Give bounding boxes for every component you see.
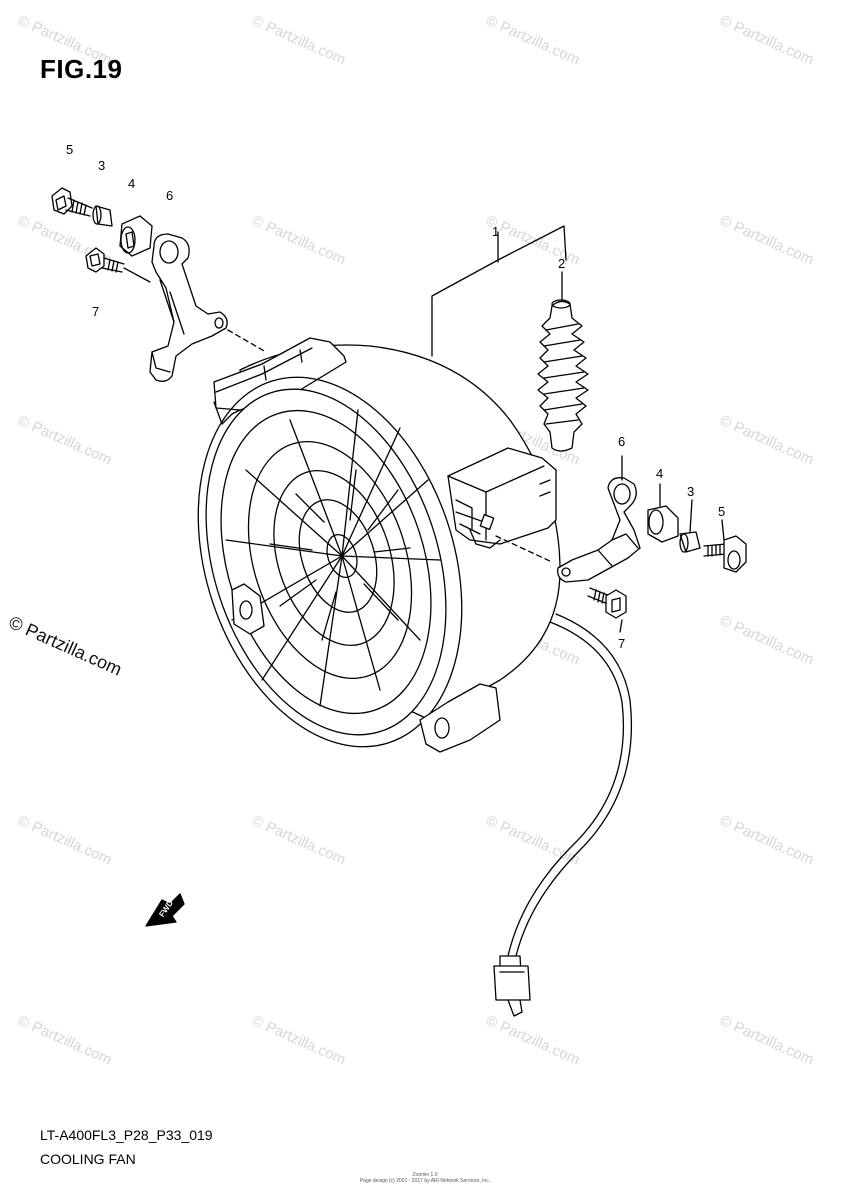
collar-left bbox=[92, 205, 113, 227]
callout-5-left: 5 bbox=[66, 142, 73, 157]
callout-4-right: 4 bbox=[656, 466, 663, 481]
callout-7-right: 7 bbox=[618, 636, 625, 651]
footer-line-1: Zoomin 1.0 bbox=[412, 1172, 438, 1178]
cooling-fan-assembly bbox=[197, 337, 561, 753]
cushion-right bbox=[647, 505, 679, 543]
callout-5-right: 5 bbox=[718, 504, 725, 519]
callout-3-left: 3 bbox=[98, 158, 105, 173]
callout-6-right: 6 bbox=[618, 434, 625, 449]
forward-direction-arrow bbox=[145, 893, 185, 927]
rubber-sleeve bbox=[537, 299, 589, 452]
footer-line-2: Page design (c) 2001 - 2017 by ARI Netwo… bbox=[359, 1178, 491, 1184]
diagram-code: LT-A400FL3_P28_P33_019 bbox=[40, 1127, 213, 1143]
flange-bolt-left bbox=[51, 187, 93, 217]
diagram-caption: COOLING FAN bbox=[40, 1151, 136, 1167]
callout-2: 2 bbox=[558, 256, 565, 271]
figure-title: FIG.19 bbox=[40, 54, 123, 84]
bracket-left bbox=[149, 233, 228, 382]
callout-7-left: 7 bbox=[92, 304, 99, 319]
cushion-left bbox=[119, 215, 153, 257]
bolt-right bbox=[587, 587, 627, 619]
flange-bolt-right bbox=[703, 535, 747, 573]
callout-6-left: 6 bbox=[166, 188, 173, 203]
callout-1: 1 bbox=[492, 224, 499, 239]
bracket-right bbox=[557, 477, 641, 583]
fan-wire-harness bbox=[493, 613, 633, 1017]
footer-note: Zoomin 1.0 Page design (c) 2001 - 2017 b… bbox=[340, 1172, 510, 1184]
collar-right bbox=[679, 531, 701, 553]
callout-3-right: 3 bbox=[687, 484, 694, 499]
bolt-left bbox=[85, 247, 125, 273]
callout-4-left: 4 bbox=[128, 176, 135, 191]
